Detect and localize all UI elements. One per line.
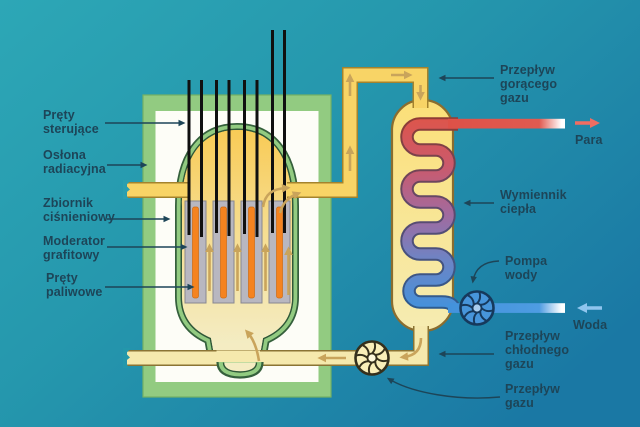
label-radiation-shield: Osłona: [43, 148, 87, 162]
water-pipe: [448, 303, 565, 313]
label-cold-gas-flow: chłodnego: [505, 343, 569, 357]
label-pressure-vessel: Zbiornik: [43, 196, 93, 210]
heat-exchanger-coil: [400, 117, 461, 311]
label-control-rods: sterujące: [43, 122, 99, 136]
fuel-rod: [248, 206, 255, 299]
label-radiation-shield: radiacyjna: [43, 162, 107, 176]
label-fuel-rods: paliwowe: [46, 285, 102, 299]
pressure-vessel: [175, 122, 299, 359]
label-hot-gas-flow: gorącego: [500, 77, 557, 91]
vessel-interior-fill: [182, 130, 292, 352]
flow-arrow-curve: [278, 191, 302, 214]
flow-arrow-elbow: [399, 337, 423, 361]
bulb-interior: [222, 362, 258, 373]
fuel-rod: [276, 206, 283, 299]
label-graphite-moderator: Moderator: [43, 234, 105, 248]
labels-left: Pręty sterujące Osłona radiacyjna Zbiorn…: [43, 108, 115, 299]
gas-flow-arrows: [205, 70, 425, 363]
label-fuel-rods: Pręty: [46, 271, 78, 285]
label-heat-exchanger: Wymiennik: [500, 188, 567, 202]
torn-pipe-end-top: [123, 180, 131, 199]
pipe-vessel-junction: [216, 350, 260, 362]
label-control-rods: Pręty: [43, 108, 75, 122]
label-heat-exchanger: ciepła: [500, 202, 537, 216]
fuel-rod: [192, 206, 199, 299]
labels-right: Przepływ gorącego gazu Para Wymiennik ci…: [500, 63, 608, 410]
coil-tube: [402, 119, 459, 310]
vessel-bottom-bulb: [216, 361, 264, 379]
label-water: Woda: [573, 318, 608, 332]
label-cold-gas-flow: gazu: [505, 357, 534, 371]
control-rods: [187, 30, 286, 237]
label-arrows: [105, 74, 501, 399]
label-steam: Para: [575, 133, 603, 147]
gas-pump-hub: [366, 352, 378, 364]
steam-pipe: [448, 118, 565, 129]
gas-blower-pump: [354, 340, 390, 376]
water-pump-hub: [471, 302, 483, 314]
label-gas-flow: gazu: [505, 396, 534, 410]
label-hot-gas-flow: gazu: [500, 91, 529, 105]
label-cold-gas-flow: Przepływ: [505, 329, 560, 343]
label-hot-gas-flow: Przepływ: [500, 63, 555, 77]
flow-arrow-bulb: [244, 329, 261, 362]
label-graphite-moderator: grafitowy: [43, 248, 99, 262]
label-pressure-vessel: ciśnieniowy: [43, 210, 115, 224]
label-water-pump: Pompa: [505, 254, 548, 268]
water-pump: [459, 290, 495, 326]
torn-pipe-end-bottom: [123, 348, 131, 368]
fuel-rod: [220, 206, 227, 299]
flow-arrow-curve: [261, 183, 291, 208]
vessel-neck-opening: [216, 343, 260, 353]
arrow-gas-flow: [386, 377, 501, 399]
arrow-water-pump: [470, 260, 500, 284]
label-water-pump: wody: [504, 268, 537, 282]
label-gas-flow: Przepływ: [505, 382, 560, 396]
